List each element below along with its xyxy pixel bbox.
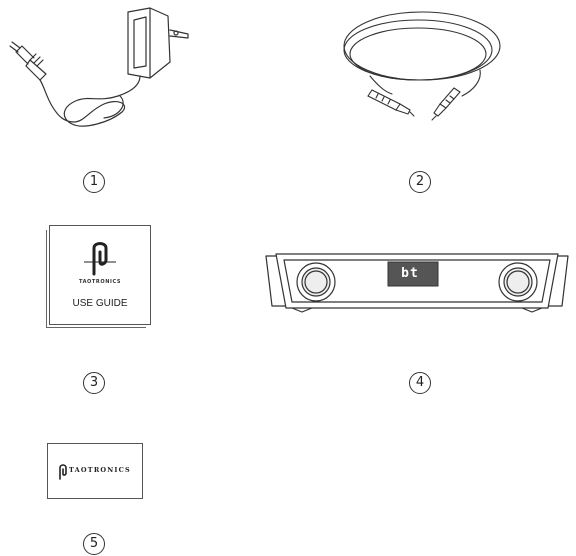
device-display: bt (401, 266, 419, 281)
item-number-4: 4 (409, 372, 431, 394)
user-guide-booklet: TAOTRONICS USE GUIDE (49, 225, 151, 325)
audio-cable-illustration (330, 0, 550, 140)
transmitter-device-illustration (262, 246, 572, 316)
brand-card: TAOTRONICS (47, 443, 143, 499)
item-number-3: 3 (83, 372, 105, 394)
item-number-1: 1 (83, 171, 105, 193)
taotronics-card-logo-icon (57, 464, 69, 480)
item-number-2: 2 (409, 171, 431, 193)
booklet-brand: TAOTRONICS (78, 279, 122, 285)
item-number-5: 5 (83, 533, 105, 555)
power-adapter-illustration (0, 0, 200, 140)
booklet-title: USE GUIDE (72, 298, 128, 309)
card-brand: TAOTRONICS (69, 466, 131, 474)
taotronics-logo-icon (84, 240, 116, 278)
